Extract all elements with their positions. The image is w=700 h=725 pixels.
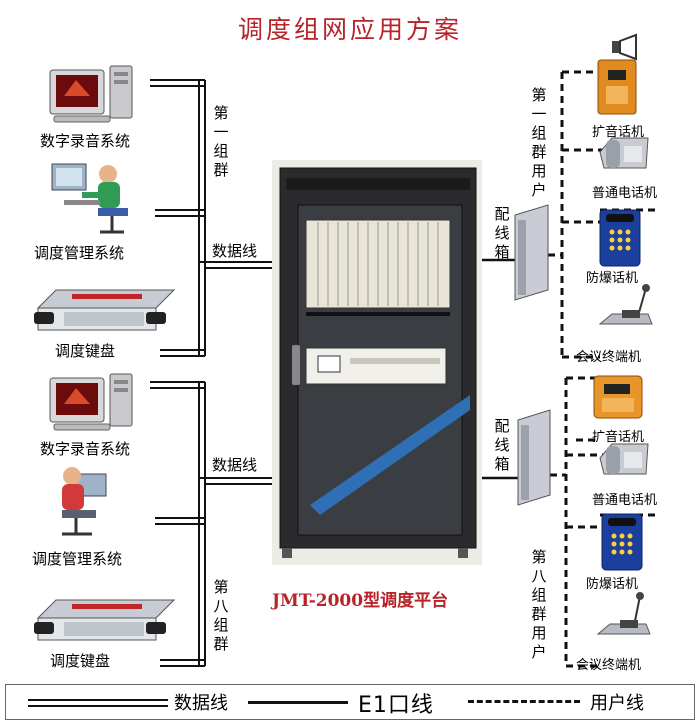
- e1-line-swatch: [248, 701, 348, 704]
- dispatcher-operator-icon: [62, 467, 107, 536]
- users-group-label: 第一组群用户: [531, 86, 547, 199]
- dispatcher-operator-icon: [51, 163, 128, 234]
- keyboard-label: 调度键盘: [55, 342, 116, 360]
- dispatch-cabinet: [272, 160, 482, 565]
- desk-phone-icon: [599, 137, 649, 169]
- recorder-label: 数字录音系统: [40, 132, 131, 150]
- left-group8-data-lines: [150, 381, 280, 667]
- distribution-box-label: 配线箱: [494, 417, 510, 473]
- dispatcher-label: 调度管理系统: [34, 244, 125, 262]
- recorder-computer-icon: [49, 65, 133, 123]
- platform-label: JMT-2000型调度平台: [272, 591, 449, 611]
- phone-label: 会议终端机: [576, 350, 642, 365]
- legend-e1-line: E1口线: [358, 693, 434, 718]
- data-line-label: 数据线: [212, 456, 258, 474]
- recorder-computer-icon: [49, 373, 133, 431]
- legend-user-line: 用户线: [590, 693, 644, 714]
- user-line-swatch: [468, 700, 580, 703]
- desk-phone-icon: [599, 443, 649, 475]
- legend-data-line: 数据线: [174, 693, 228, 714]
- distribution-box-icon: [517, 409, 551, 506]
- speaker-horn-icon: [612, 33, 637, 61]
- recorder-label: 数字录音系统: [40, 440, 131, 458]
- legend: 数据线 E1口线 用户线: [5, 684, 695, 720]
- users-group-label: 第八组群用户: [531, 548, 547, 661]
- phone-label: 普通电话机: [592, 493, 658, 508]
- loudspeaker-phone-icon: [593, 375, 643, 419]
- diagram-title: 调度组网应用方案: [237, 15, 462, 44]
- explosion-proof-phone-icon: [601, 513, 643, 571]
- dispatch-keyboard-icon: [34, 599, 176, 641]
- phone-label: 扩音话机: [592, 125, 645, 140]
- conference-terminal-icon: [596, 592, 651, 635]
- phone-label: 防爆话机: [586, 577, 639, 592]
- e1-lines: [480, 258, 518, 480]
- loudspeaker-phone-icon: [597, 59, 637, 115]
- phone-label: 会议终端机: [576, 658, 642, 673]
- phone-label: 防爆话机: [586, 271, 639, 286]
- dispatcher-label: 调度管理系统: [32, 550, 123, 568]
- group-label: 第八组群: [213, 578, 229, 653]
- keyboard-label: 调度键盘: [50, 652, 111, 670]
- distribution-box-icon: [514, 204, 549, 301]
- data-line-label: 数据线: [212, 242, 258, 260]
- phone-label: 扩音话机: [592, 430, 645, 445]
- data-line-swatch: [28, 699, 168, 707]
- explosion-proof-phone-icon: [599, 209, 641, 267]
- conference-terminal-icon: [598, 284, 653, 325]
- dispatch-keyboard-icon: [34, 289, 176, 331]
- phone-label: 普通电话机: [592, 186, 658, 201]
- left-group1-data-lines: [150, 79, 280, 357]
- distribution-box-label: 配线箱: [494, 205, 510, 261]
- group-label: 第一组群: [213, 104, 229, 179]
